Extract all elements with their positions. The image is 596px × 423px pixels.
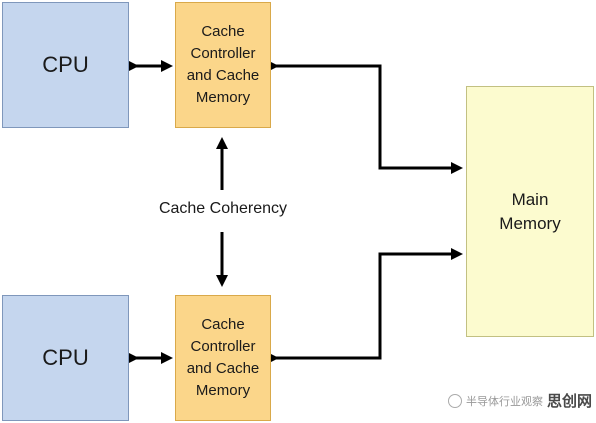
- cache-box-bottom: Cache Controller and Cache Memory: [175, 295, 271, 421]
- cpu-box-top: CPU: [2, 2, 129, 128]
- wechat-icon: [448, 393, 462, 408]
- cpu-box-bottom: CPU: [2, 295, 129, 421]
- main-memory-box: Main Memory: [466, 86, 594, 337]
- cache-line: Memory: [195, 382, 251, 399]
- cache-line: and Cache: [186, 67, 260, 84]
- cache-box-top: Cache Controller and Cache Memory: [175, 2, 271, 128]
- cache-line: Memory: [195, 89, 251, 106]
- cache-line: and Cache: [186, 360, 260, 377]
- watermark-brand: 思创网: [547, 393, 593, 410]
- memory-line: Main: [511, 189, 549, 209]
- cache-coherency-label: Cache Coherency: [158, 200, 288, 217]
- watermark-text: 半导体行业观察: [466, 395, 543, 408]
- cpu-label: CPU: [42, 52, 89, 77]
- watermark: 半导体行业观察 思创网: [448, 390, 592, 411]
- cpu-label: CPU: [42, 345, 89, 370]
- cache-line: Cache: [201, 23, 245, 40]
- cache-line: Controller: [190, 338, 256, 355]
- cache-line: Controller: [190, 45, 256, 62]
- memory-line: Memory: [499, 213, 561, 233]
- cache-line: Cache: [201, 316, 245, 333]
- arrow-cache-top-memory: [267, 60, 463, 174]
- arrow-cache-bottom-memory: [267, 248, 463, 364]
